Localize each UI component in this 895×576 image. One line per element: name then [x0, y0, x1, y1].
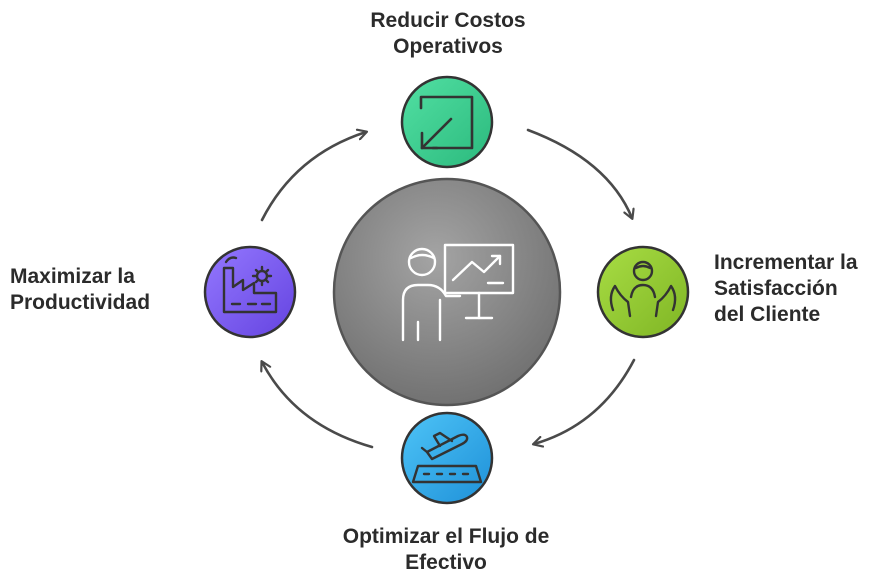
- cycle-arrows: [260, 128, 636, 449]
- hands-person-icon: [609, 260, 677, 318]
- presenter-chart-icon: [401, 243, 515, 342]
- node-label-productividad: Maximizar la Productividad: [10, 264, 150, 316]
- node-label-line: Incrementar la: [714, 251, 858, 274]
- node-label-line: del Cliente: [714, 303, 821, 326]
- center-node: [332, 177, 562, 407]
- node-label-line: Productividad: [10, 291, 151, 314]
- arrow-diagonal-square-icon: [419, 95, 474, 150]
- node-label-line: Optimizar el Flujo de: [342, 525, 550, 548]
- node-label-flujo-efectivo: Optimizar el Flujo de Efectivo: [296, 524, 596, 576]
- arrow-left-to-top: [260, 132, 366, 222]
- node-label-line: Efectivo: [405, 551, 487, 574]
- arrow-top-to-right: [526, 128, 632, 218]
- factory-gear-icon: [222, 256, 278, 314]
- node-productividad: [203, 245, 297, 339]
- node-flujo-efectivo: [400, 411, 494, 505]
- node-label-line: Operativos: [393, 35, 503, 58]
- node-label-satisfaccion-cliente: Incrementar la Satisfacción del Cliente: [714, 250, 858, 328]
- arrow-right-to-bottom: [534, 358, 636, 444]
- node-label-line: Maximizar la: [10, 265, 135, 288]
- arrow-bottom-to-left: [262, 362, 374, 449]
- node-satisfaccion-cliente: [596, 245, 690, 339]
- node-reducir-costos: [400, 75, 494, 169]
- node-label-line: Reducir Costos: [370, 9, 526, 32]
- airplane-runway-icon: [411, 431, 483, 484]
- node-label-reducir-costos: Reducir Costos Operativos: [298, 8, 598, 60]
- node-label-line: Satisfacción: [714, 277, 838, 300]
